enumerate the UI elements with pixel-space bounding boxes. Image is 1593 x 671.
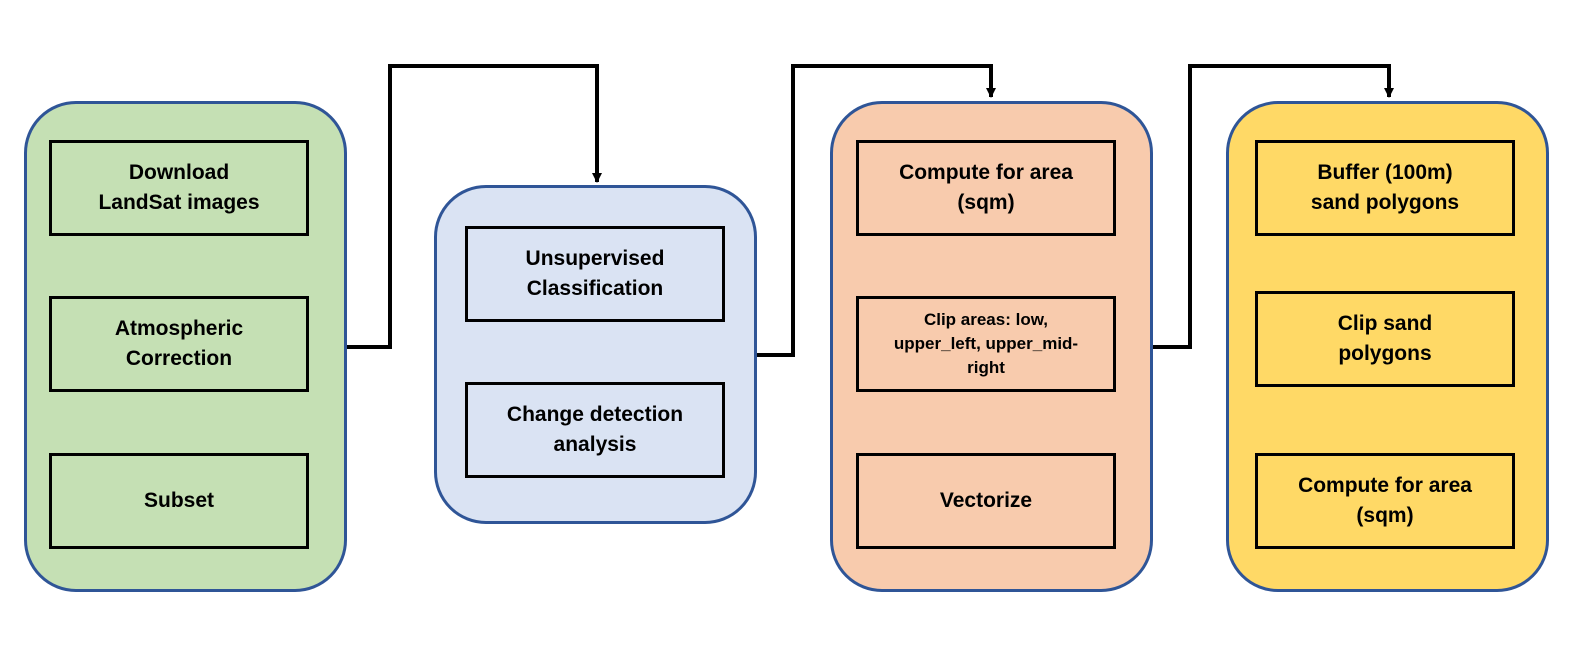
step-clip-sand-polygons: Clip sand polygons xyxy=(1255,291,1515,387)
step-clip-areas: Clip areas: low, upper_left, upper_mid- … xyxy=(856,296,1116,392)
connector-panel-2-to-panel-3 xyxy=(757,64,996,357)
step-atmospheric-correction: Atmospheric Correction xyxy=(49,296,309,392)
connector-panel-3-to-panel-4 xyxy=(1153,64,1394,349)
step-subset: Subset xyxy=(49,453,309,549)
step-buffer-sand-polygons: Buffer (100m) sand polygons xyxy=(1255,140,1515,236)
step-unsupervised-classification: Unsupervised Classification xyxy=(465,226,725,322)
step-vectorize: Vectorize xyxy=(856,453,1116,549)
step-download-landsat: Download LandSat images xyxy=(49,140,309,236)
step-compute-area: Compute for area (sqm) xyxy=(856,140,1116,236)
connector-panel-1-to-panel-2 xyxy=(347,64,602,349)
step-compute-area-sqm: Compute for area (sqm) xyxy=(1255,453,1515,549)
step-change-detection: Change detection analysis xyxy=(465,382,725,478)
